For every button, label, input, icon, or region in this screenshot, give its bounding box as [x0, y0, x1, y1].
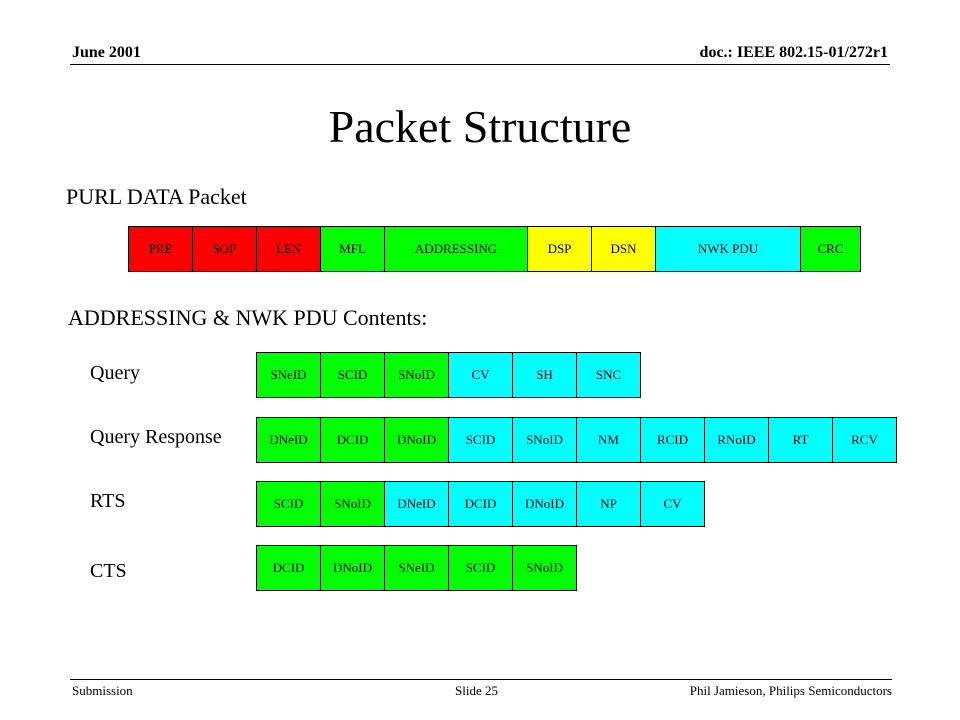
rts-field-np: NP	[576, 481, 641, 527]
footer-rule	[70, 679, 892, 680]
purl-field-len: LEN	[256, 226, 321, 272]
row-label-rts: RTS	[90, 490, 126, 512]
query-response-field-rcid: RCID	[640, 417, 705, 463]
cts-field-sneid: SNeID	[384, 545, 449, 591]
query-field-snc: SNC	[576, 352, 641, 398]
row-label-query-response: Query Response	[90, 426, 222, 448]
query-field-scid: SCID	[320, 352, 385, 398]
footer-author: Phil Jamieson, Philips Semiconductors	[689, 683, 892, 698]
rts-field-cv: CV	[640, 481, 705, 527]
row-label-cts: CTS	[90, 560, 127, 582]
query-response-field-scid: SCID	[448, 417, 513, 463]
query-field-cv: CV	[448, 352, 513, 398]
query-response-field-dnoid: DNoID	[384, 417, 449, 463]
purl-field-crc: CRC	[800, 226, 861, 272]
query-response-field-rt: RT	[768, 417, 833, 463]
cts-field-snoid: SNoID	[512, 545, 577, 591]
purl-field-dsp: DSP	[527, 226, 592, 272]
query-response-field-rnoid: RNoID	[704, 417, 769, 463]
purl-field-mfl: MFL	[320, 226, 385, 272]
rts-field-snoid: SNoID	[320, 481, 385, 527]
query-response-field-dcid: DCID	[320, 417, 385, 463]
slide-title: Packet Structure	[328, 101, 632, 152]
rts-field-dneid: DNeID	[384, 481, 449, 527]
row-label-query: Query	[90, 362, 140, 384]
footer-submission: Submission	[72, 683, 133, 698]
purl-field-pre: PRE	[128, 226, 193, 272]
contents-heading: ADDRESSING & NWK PDU Contents:	[68, 305, 428, 330]
footer-slide-number: Slide 25	[455, 683, 498, 698]
header-rule	[70, 64, 890, 65]
cts-field-scid: SCID	[448, 545, 513, 591]
purl-field-addressing: ADDRESSING	[384, 226, 528, 272]
cts-field-dnoid: DNoID	[320, 545, 385, 591]
purl-field-nwk-pdu: NWK PDU	[655, 226, 801, 272]
header-doc-id: doc.: IEEE 802.15-01/272r1	[699, 44, 888, 61]
purl-field-sop: SOP	[192, 226, 257, 272]
query-response-field-dneid: DNeID	[256, 417, 321, 463]
purl-heading: PURL DATA Packet	[66, 184, 247, 209]
query-response-field-snoid: SNoID	[512, 417, 577, 463]
query-response-field-rcv: RCV	[832, 417, 897, 463]
query-field-sneid: SNeID	[256, 352, 321, 398]
query-field-snoid: SNoID	[384, 352, 449, 398]
purl-field-dsn: DSN	[591, 226, 656, 272]
header-date: June 2001	[72, 44, 141, 61]
query-field-sh: SH	[512, 352, 577, 398]
rts-field-scid: SCID	[256, 481, 321, 527]
rts-field-dnoid: DNoID	[512, 481, 577, 527]
query-response-field-nm: NM	[576, 417, 641, 463]
rts-field-dcid: DCID	[448, 481, 513, 527]
cts-field-dcid: DCID	[256, 545, 321, 591]
